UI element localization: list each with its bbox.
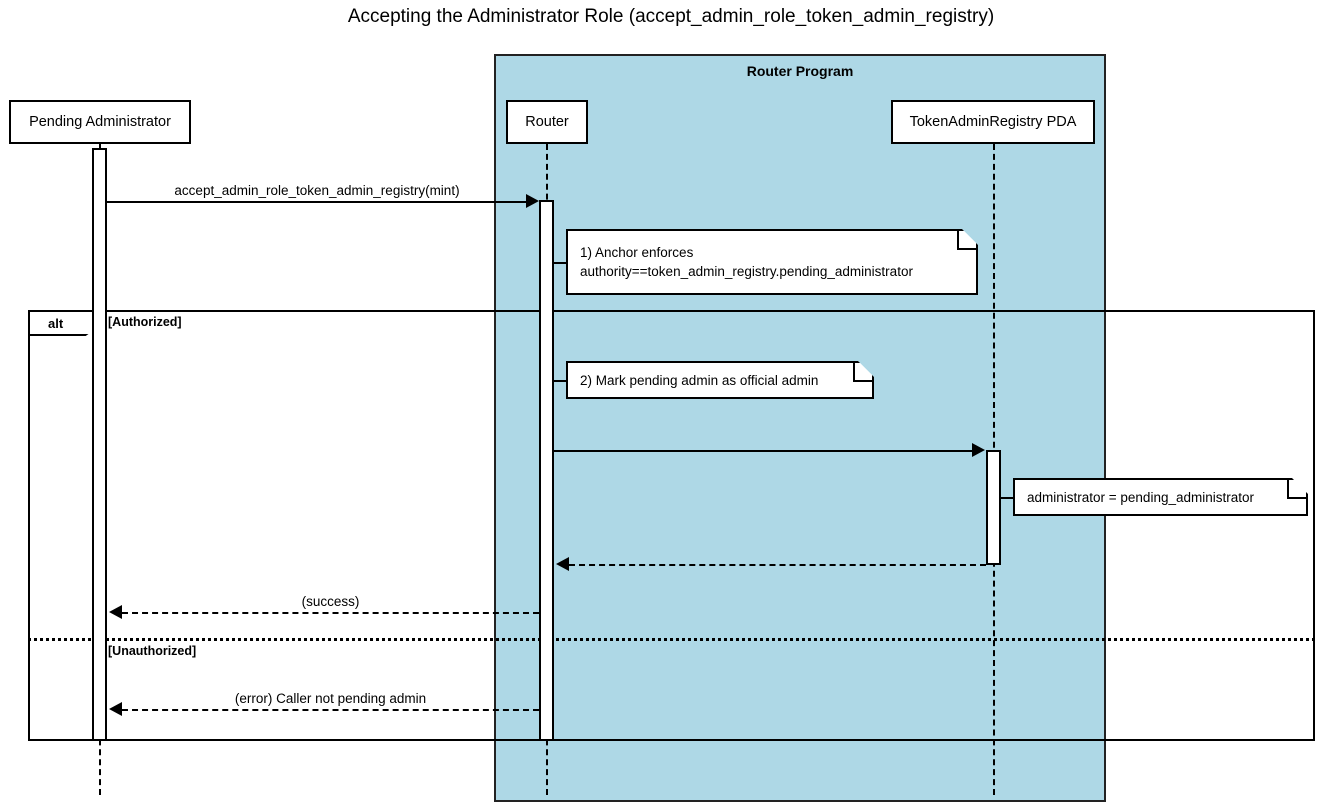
message-label-success-return: (success) xyxy=(301,594,360,609)
note-connector-administrator-assignment xyxy=(1001,497,1014,499)
diagram-title: Accepting the Administrator Role (accept… xyxy=(347,6,995,27)
message-arrowhead-call-accept-admin-role xyxy=(526,194,539,208)
note-connector-anchor-enforces xyxy=(554,262,567,264)
activation-router xyxy=(539,200,554,741)
note-line: 1) Anchor enforces xyxy=(580,245,694,260)
note-line: authority==token_admin_registry.pending_… xyxy=(580,264,913,279)
alt-fragment-operator-tab: alt xyxy=(28,310,102,336)
participant-label: Pending Administrator xyxy=(29,114,171,130)
message-line-registry-return xyxy=(569,564,986,566)
participant-token-admin-registry-pda[interactable]: TokenAdminRegistry PDA xyxy=(891,100,1095,144)
note-administrator-assignment: administrator = pending_administrator xyxy=(1013,478,1308,516)
participant-router[interactable]: Router xyxy=(506,100,588,144)
group-box-router-program: Router Program xyxy=(494,54,1106,802)
message-label-error-return: (error) Caller not pending admin xyxy=(234,691,427,706)
message-line-update-registry xyxy=(554,450,973,452)
participant-label: Router xyxy=(525,114,569,130)
note-connector-mark-pending-admin xyxy=(554,380,567,382)
alt-fragment-guard-unauthorized: [Unauthorized] xyxy=(108,644,197,658)
message-arrowhead-error-return xyxy=(109,702,122,716)
message-arrowhead-registry-return xyxy=(556,557,569,571)
activation-pending-administrator xyxy=(92,148,107,741)
participant-pending-administrator[interactable]: Pending Administrator xyxy=(9,100,191,144)
message-label-call-accept-admin-role: accept_admin_role_token_admin_registry(m… xyxy=(174,183,460,198)
note-line: 2) Mark pending admin as official admin xyxy=(580,372,819,388)
alt-fragment-guard-authorized: [Authorized] xyxy=(108,315,182,329)
message-arrowhead-success-return xyxy=(109,605,122,619)
note-mark-pending-admin: 2) Mark pending admin as official admin xyxy=(566,361,874,399)
activation-token-admin-registry-pda xyxy=(986,450,1001,565)
message-line-call-accept-admin-role xyxy=(107,201,527,203)
message-line-error-return xyxy=(122,709,539,711)
message-arrowhead-update-registry xyxy=(972,443,985,457)
alt-fragment xyxy=(28,310,1315,741)
note-anchor-enforces: 1) Anchor enforces authority==token_admi… xyxy=(566,229,978,295)
message-line-success-return xyxy=(122,612,539,614)
alt-fragment-divider xyxy=(28,638,1315,641)
group-box-title: Router Program xyxy=(746,63,854,79)
note-line: administrator = pending_administrator xyxy=(1027,489,1254,505)
participant-label: TokenAdminRegistry PDA xyxy=(909,114,1077,130)
